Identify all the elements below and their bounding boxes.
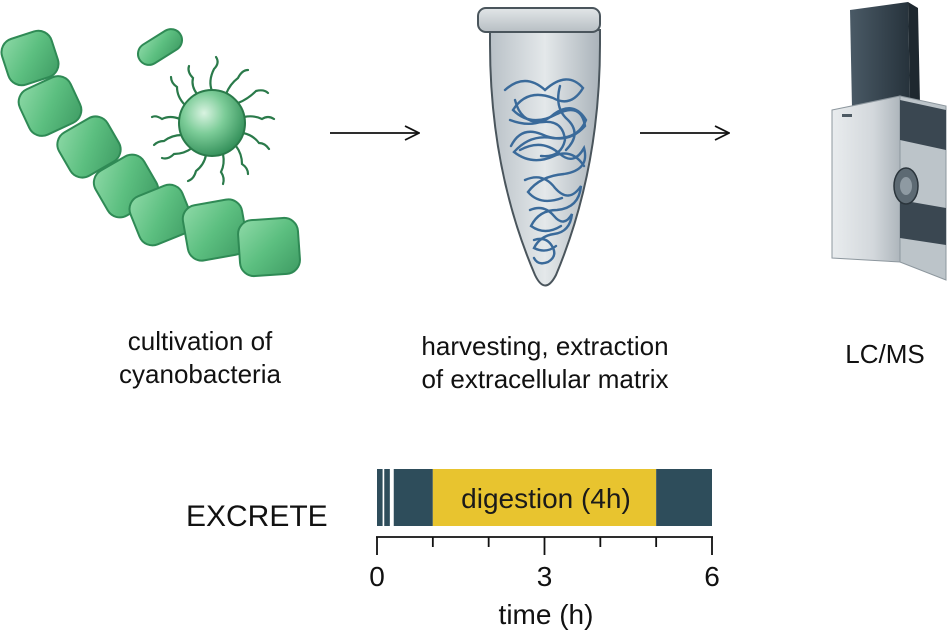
excrete-timeline: EXCRETE 0 3 6 time (h) digestion (4h)	[186, 469, 720, 630]
segment-digestion	[432, 469, 657, 526]
tick-label: 6	[704, 561, 720, 592]
segment-prep	[393, 469, 433, 526]
segment-wash-2	[384, 469, 390, 526]
axis-ticks: 0 3 6	[369, 537, 720, 592]
segment-wash-1	[377, 469, 383, 526]
digestion-label: digestion (4h)	[461, 483, 631, 514]
step-label-lcms: LC/MS	[825, 338, 945, 371]
segment-cleanup	[656, 469, 712, 526]
tick-label: 3	[537, 561, 553, 592]
free-cell	[136, 28, 184, 66]
tick-label: 0	[369, 561, 385, 592]
timeline-segments	[377, 469, 712, 526]
step-label-line: of extracellular matrix	[421, 364, 669, 394]
step-label-cultivation: cultivation of cyanobacteria	[60, 325, 340, 391]
tube-icon	[477, 7, 601, 287]
sphere-cell	[150, 55, 276, 186]
step-label-line: cyanobacteria	[119, 359, 281, 389]
step-label-line: harvesting, extraction	[421, 331, 669, 361]
mass-spectrometer-icon	[831, 2, 947, 281]
dna-strands	[503, 78, 588, 265]
step-label-harvesting: harvesting, extraction of extracellular …	[395, 330, 695, 396]
filament-cells	[0, 29, 301, 278]
cyanobacteria-icon	[0, 28, 301, 278]
step-label-line: LC/MS	[845, 339, 925, 369]
axis-label: time (h)	[499, 599, 594, 630]
step-label-line: cultivation of	[127, 326, 273, 356]
method-label: EXCRETE	[186, 500, 328, 533]
